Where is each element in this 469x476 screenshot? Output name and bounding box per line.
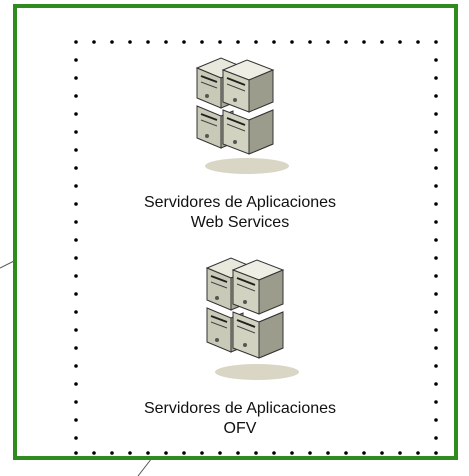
- boundary-dot: [434, 382, 438, 386]
- boundary-dot: [326, 40, 330, 44]
- boundary-dot: [308, 40, 312, 44]
- boundary-dot: [434, 40, 438, 44]
- boundary-dot: [434, 364, 438, 368]
- boundary-dot: [398, 451, 402, 455]
- boundary-dot: [164, 40, 168, 44]
- boundary-dot: [434, 202, 438, 206]
- boundary-dot: [74, 238, 78, 242]
- boundary-dot: [434, 328, 438, 332]
- boundary-dot: [128, 40, 132, 44]
- boundary-dot: [74, 184, 78, 188]
- boundary-dot: [434, 94, 438, 98]
- boundary-dot: [362, 40, 366, 44]
- boundary-dot: [110, 40, 114, 44]
- group-label-line1: Servidores de Aplicaciones: [143, 194, 337, 211]
- boundary-dot: [434, 166, 438, 170]
- boundary-dot: [434, 220, 438, 224]
- boundary-dot: [272, 451, 276, 455]
- boundary-dot: [434, 184, 438, 188]
- boundary-dot: [236, 451, 240, 455]
- boundary-dot: [74, 76, 78, 80]
- boundary-dot: [434, 436, 438, 440]
- boundary-dot: [254, 451, 258, 455]
- boundary-dot: [218, 40, 222, 44]
- boundary-dot: [380, 40, 384, 44]
- boundary-dot: [254, 40, 258, 44]
- boundary-dot: [434, 256, 438, 260]
- group-label-line2: OFV: [223, 420, 257, 437]
- boundary-dot: [434, 274, 438, 278]
- boundary-dot: [74, 220, 78, 224]
- boundary-dot: [74, 400, 78, 404]
- boundary-dot: [344, 451, 348, 455]
- boundary-dot: [200, 451, 204, 455]
- boundary-dot: [74, 148, 78, 152]
- boundary-dot: [434, 130, 438, 134]
- boundary-dot: [398, 40, 402, 44]
- boundary-dot: [434, 148, 438, 152]
- boundary-dot: [74, 130, 78, 134]
- boundary-dot: [74, 58, 78, 62]
- server-cluster-icon-web-services: [195, 57, 289, 174]
- boundary-dot: [290, 451, 294, 455]
- boundary-dot: [290, 40, 294, 44]
- boundary-dot: [434, 451, 438, 455]
- group-label-web-services: Servidores de Aplicaciones Web Services: [90, 193, 390, 233]
- boundary-dot: [416, 40, 420, 44]
- boundary-dot: [164, 451, 168, 455]
- boundary-dot: [434, 112, 438, 116]
- boundary-dot: [92, 40, 96, 44]
- boundary-dot: [434, 58, 438, 62]
- boundary-dot: [434, 238, 438, 242]
- boundary-dot: [182, 40, 186, 44]
- boundary-dot: [380, 451, 384, 455]
- boundary-dot: [74, 40, 78, 44]
- boundary-dot: [434, 418, 438, 422]
- boundary-dot: [434, 310, 438, 314]
- boundary-dot: [74, 310, 78, 314]
- boundary-dot: [74, 382, 78, 386]
- boundary-dot: [74, 94, 78, 98]
- boundary-dot: [434, 346, 438, 350]
- group-label-ofv: Servidores de Aplicaciones OFV: [90, 399, 390, 439]
- boundary-dot: [434, 292, 438, 296]
- boundary-dot: [74, 364, 78, 368]
- boundary-dot: [146, 451, 150, 455]
- boundary-dot: [182, 451, 186, 455]
- boundary-dot: [74, 166, 78, 170]
- boundary-dot: [74, 274, 78, 278]
- boundary-dot: [74, 292, 78, 296]
- boundary-dot: [344, 40, 348, 44]
- boundary-dot: [74, 418, 78, 422]
- boundary-dot: [74, 346, 78, 350]
- boundary-dot: [128, 451, 132, 455]
- boundary-dot: [74, 256, 78, 260]
- boundary-dot: [74, 112, 78, 116]
- group-label-line1: Servidores de Aplicaciones: [143, 400, 337, 417]
- boundary-dot: [362, 451, 366, 455]
- boundary-dot: [146, 40, 150, 44]
- boundary-dot: [434, 76, 438, 80]
- boundary-dot: [74, 436, 78, 440]
- boundary-dot: [74, 328, 78, 332]
- boundary-dot: [416, 451, 420, 455]
- boundary-dot: [272, 40, 276, 44]
- group-label-line2: Web Services: [190, 214, 290, 231]
- boundary-dot: [92, 451, 96, 455]
- boundary-dot: [74, 202, 78, 206]
- boundary-dot: [218, 451, 222, 455]
- boundary-dot: [236, 40, 240, 44]
- boundary-dot: [434, 400, 438, 404]
- boundary-dot: [326, 451, 330, 455]
- boundary-dot: [200, 40, 204, 44]
- boundary-dot: [110, 451, 114, 455]
- boundary-dot: [308, 451, 312, 455]
- boundary-dot: [74, 451, 78, 455]
- server-cluster-icon-ofv: [205, 257, 299, 380]
